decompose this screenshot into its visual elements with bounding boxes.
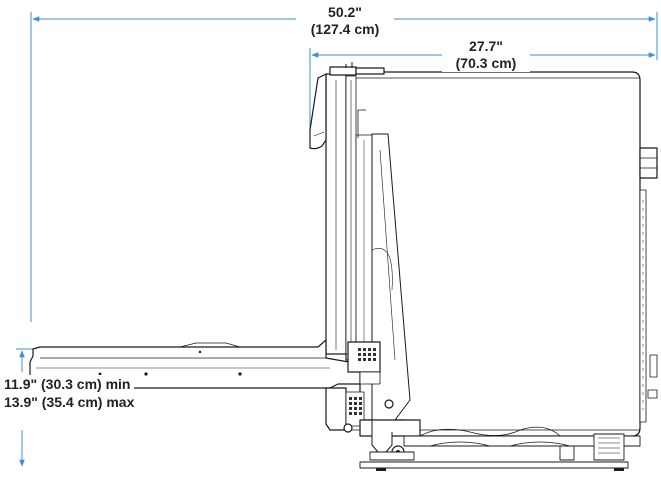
door-height-label: 11.9" (30.3 cm) min 13.9" (35.4 cm) max [4, 375, 135, 411]
base-assembly [359, 419, 641, 471]
lower-front-panel [325, 387, 394, 433]
dishwasher-drawing [29, 62, 658, 471]
door-height-max: 13.9" (35.4 cm) max [4, 394, 135, 410]
cabinet-depth-metric: (70.3 cm) [455, 55, 517, 71]
cabinet-depth-imperial: 27.7" [469, 38, 503, 54]
rear-bracket [639, 147, 658, 423]
hinge-block [347, 341, 381, 385]
dishwasher-tub [345, 71, 641, 437]
door-handle [309, 73, 327, 150]
overall-width-imperial: 50.2" [328, 4, 362, 20]
door-height-dimension [16, 348, 34, 467]
cabinet-depth-label: 27.7" (70.3 cm) [442, 38, 530, 72]
overall-width-label: 50.2" (127.4 cm) [296, 4, 394, 38]
door-frame-column [325, 62, 385, 355]
door-height-min: 11.9" (30.3 cm) min [4, 376, 131, 392]
overall-width-metric: (127.4 cm) [310, 21, 380, 37]
